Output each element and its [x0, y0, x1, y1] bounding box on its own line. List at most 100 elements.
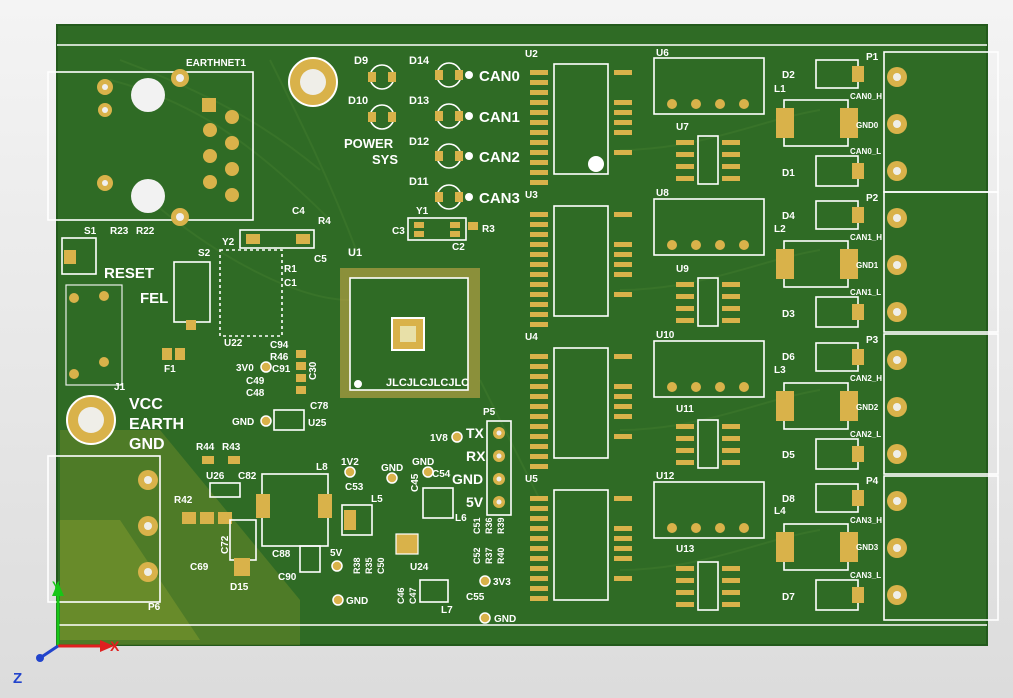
svg-text:L2: L2 — [774, 224, 786, 235]
svg-text:GND: GND — [412, 457, 434, 468]
reset-switch: S1 R23 R22 RESET — [61, 226, 155, 282]
svg-text:GND2: GND2 — [856, 403, 879, 412]
svg-text:P1: P1 — [866, 52, 879, 63]
led-label-can1: CAN1 — [479, 109, 520, 126]
power-connector-p6: P6 — [47, 455, 161, 613]
uart-header-p5: P5 TX RX GND 5V 1V8 — [430, 407, 512, 516]
svg-text:C2: C2 — [452, 242, 465, 253]
svg-text:R36: R36 — [484, 517, 494, 534]
led-ref-d12: D12 — [409, 136, 429, 148]
svg-text:U6: U6 — [656, 48, 669, 59]
test-points: 3V0 GND 1V2 GND GND 5V GND 3V3 GND — [232, 361, 516, 625]
svg-text:GND: GND — [381, 463, 403, 474]
svg-text:R43: R43 — [222, 442, 241, 453]
svg-text:L3: L3 — [774, 365, 786, 376]
svg-text:R46: R46 — [270, 352, 289, 363]
svg-text:Y2: Y2 — [222, 237, 235, 248]
status-leds: D9 D10 D14 CAN0 D13 CAN1 D12 CAN2 D11 CA… — [344, 55, 520, 210]
svg-text:R44: R44 — [196, 442, 215, 453]
axis-x-label: X — [110, 638, 120, 654]
svg-text:P4: P4 — [866, 476, 879, 487]
mcu-u1: U1 JLCJLCJLCJLC — [340, 247, 480, 398]
axis-triad: Y X Z — [13, 579, 120, 687]
svg-text:C47: C47 — [408, 587, 418, 604]
can-port-p2: P2 D4 L2 CAN1_H GND1 CAN1_L D3 — [774, 191, 999, 333]
svg-text:C53: C53 — [345, 482, 364, 493]
led-ref-d11: D11 — [409, 176, 429, 188]
usb-connector-j1: J1 — [65, 284, 126, 393]
svg-text:S2: S2 — [198, 248, 211, 259]
isolator-u10: U10 U11 — [653, 330, 765, 469]
svg-text:P2: P2 — [866, 193, 879, 204]
svg-text:L8: L8 — [316, 462, 328, 473]
svg-text:D15: D15 — [230, 582, 249, 593]
svg-text:P6: P6 — [148, 602, 161, 613]
led-label-can3: CAN3 — [479, 190, 520, 207]
svg-text:GND: GND — [452, 471, 483, 487]
svg-text:C88: C88 — [272, 549, 291, 560]
transceiver-u4: U4 — [525, 332, 632, 469]
svg-text:C90: C90 — [278, 572, 297, 583]
svg-text:R40: R40 — [496, 547, 506, 564]
svg-text:C78: C78 — [310, 401, 329, 412]
svg-text:CAN3_H: CAN3_H — [850, 516, 882, 525]
led-ref-d9: D9 — [354, 55, 368, 67]
can-port-p1: P1 D2 L1 CAN0_H GND0 CAN0_L D1 — [774, 51, 999, 193]
svg-text:U5: U5 — [525, 474, 538, 485]
led-label-can0: CAN0 — [479, 68, 520, 85]
led-label-can2: CAN2 — [479, 149, 520, 166]
led-ref-d10: D10 — [348, 95, 368, 107]
fel-label: FEL — [140, 290, 168, 307]
svg-text:L6: L6 — [455, 513, 467, 524]
svg-text:GND0: GND0 — [856, 121, 879, 130]
svg-text:C49: C49 — [246, 376, 265, 387]
mid-left-passives: C94 R46 C91 C49 C48 C30 C78 U25 — [246, 340, 329, 431]
svg-text:D2: D2 — [782, 70, 795, 81]
crystal-area: Y1 C3 C2 R3 — [392, 206, 495, 253]
svg-text:C52: C52 — [472, 547, 482, 564]
svg-text:C69: C69 — [190, 562, 209, 573]
traces — [109, 59, 821, 571]
svg-text:VCC: VCC — [129, 396, 163, 413]
svg-text:C30: C30 — [308, 361, 319, 380]
isolator-u12: U12 U13 — [653, 471, 765, 611]
svg-text:5V: 5V — [466, 494, 484, 510]
svg-text:GND: GND — [129, 436, 165, 453]
svg-text:S1: S1 — [84, 226, 97, 237]
svg-text:U13: U13 — [676, 544, 695, 555]
svg-text:CAN0_L: CAN0_L — [850, 147, 881, 156]
power-label: POWER — [344, 136, 394, 151]
svg-text:RX: RX — [466, 448, 486, 464]
mounting-hole-left: VCC EARTH GND — [66, 395, 184, 453]
svg-text:C46: C46 — [396, 587, 406, 604]
ethernet-jack: EARTHNET1 — [47, 58, 254, 226]
svg-text:C82: C82 — [238, 471, 257, 482]
svg-text:C94: C94 — [270, 340, 289, 351]
isolator-u6: U6 U7 — [653, 48, 765, 185]
isolator-u8: U8 U9 — [653, 188, 765, 327]
svg-text:1V8: 1V8 — [430, 433, 448, 444]
svg-text:D6: D6 — [782, 352, 795, 363]
svg-text:D3: D3 — [782, 309, 795, 320]
svg-text:L5: L5 — [371, 494, 383, 505]
svg-text:R23: R23 — [110, 226, 129, 237]
svg-text:U3: U3 — [525, 190, 538, 201]
regulator-region: C53 L5 C45 C54 L6 U24 R38 R35 C50 C52 R3… — [341, 469, 506, 616]
svg-text:C5: C5 — [314, 254, 327, 265]
svg-text:C45: C45 — [410, 473, 421, 492]
y2-area: C4 R4 Y2 R1 C5 C1 — [222, 206, 331, 289]
svg-text:D4: D4 — [782, 211, 795, 222]
svg-text:TX: TX — [466, 425, 485, 441]
svg-text:U25: U25 — [308, 418, 327, 429]
svg-text:CAN2_L: CAN2_L — [850, 430, 881, 439]
svg-text:CAN3_L: CAN3_L — [850, 571, 881, 580]
svg-text:Y1: Y1 — [416, 206, 429, 217]
svg-text:EARTH: EARTH — [129, 416, 184, 433]
axis-y-label: Y — [52, 579, 60, 593]
svg-text:GND1: GND1 — [856, 261, 879, 270]
svg-text:C3: C3 — [392, 226, 405, 237]
transceiver-u2: U2 — [525, 49, 632, 185]
svg-text:U12: U12 — [656, 471, 675, 482]
svg-text:D5: D5 — [782, 450, 795, 461]
